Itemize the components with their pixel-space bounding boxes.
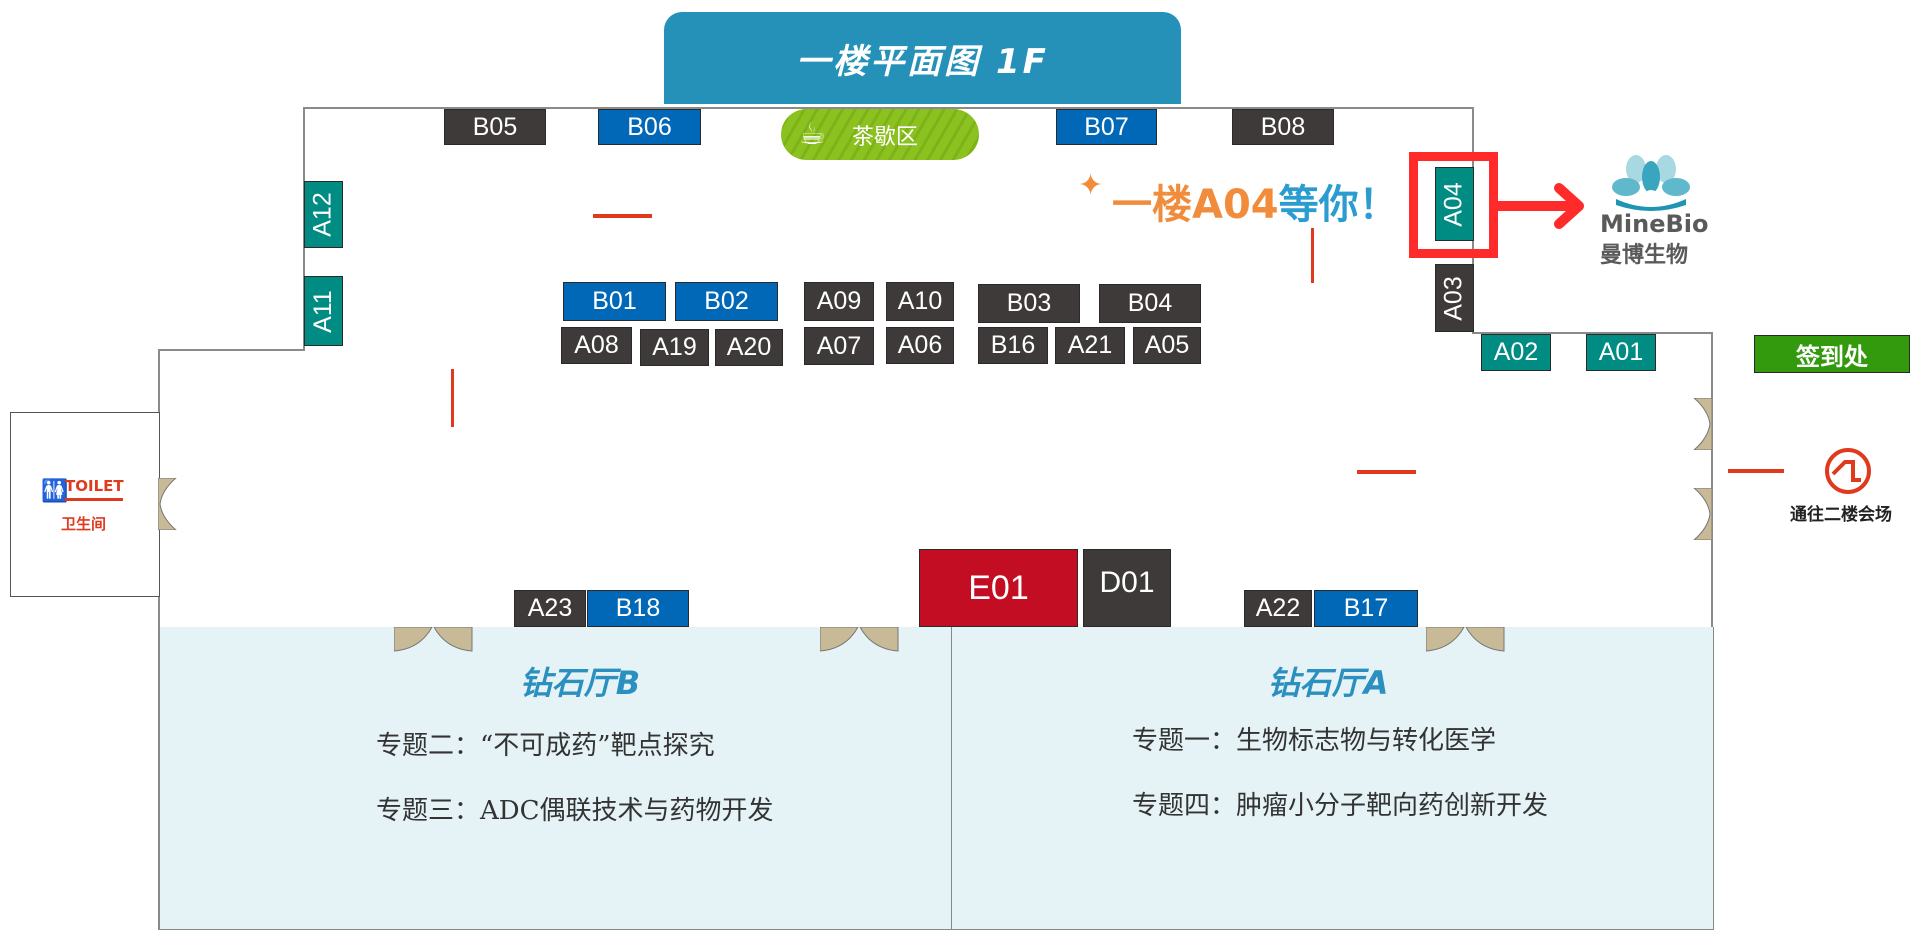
door: [394, 627, 473, 652]
checkin-desk[interactable]: 签到处: [1754, 335, 1910, 373]
booth-A19[interactable]: A19: [640, 329, 709, 366]
door: [1693, 398, 1712, 450]
booth-A11[interactable]: A11: [304, 276, 343, 346]
direction-arrow: [1728, 469, 1784, 473]
direction-arrow: [593, 214, 652, 218]
hall-a-topic: 专题一：生物标志物与转化医学: [1132, 726, 1497, 756]
booth-A01[interactable]: A01: [1586, 334, 1656, 371]
booth-B17[interactable]: B17: [1314, 590, 1418, 627]
wall: [1472, 332, 1713, 334]
booth-B04[interactable]: B04: [1099, 284, 1201, 323]
restroom-icon: 🚻: [41, 479, 69, 504]
booth-A06[interactable]: A06: [886, 327, 954, 364]
toilet-arrow: [65, 498, 123, 501]
floor-title: 一楼平面图 1F: [664, 12, 1181, 104]
booth-A03[interactable]: A03: [1435, 264, 1474, 332]
tea-break-area[interactable]: ☕ 茶歇区: [781, 109, 979, 160]
booth-A08[interactable]: A08: [561, 327, 632, 364]
booth-B05[interactable]: B05: [444, 109, 546, 145]
booth-B08[interactable]: B08: [1232, 109, 1334, 145]
booth-A23[interactable]: A23: [514, 590, 586, 627]
booth-B02[interactable]: B02: [675, 282, 778, 321]
minebio-logo: [1612, 155, 1690, 211]
promo-prefix: 一楼A04: [1112, 182, 1279, 228]
promo-text: 一楼A04等你！: [1112, 172, 1399, 230]
door: [1693, 488, 1712, 540]
wall: [304, 107, 1474, 109]
toilet-label-cn: 卫生间: [61, 515, 107, 533]
highlight-frame: [1409, 152, 1498, 258]
brand-name-cn: 曼博生物: [1600, 243, 1689, 268]
booth-A09[interactable]: A09: [804, 282, 874, 321]
booth-A21[interactable]: A21: [1055, 327, 1125, 364]
tea-area-label: 茶歇区: [851, 124, 918, 150]
hall-a-topic: 专题四：肿瘤小分子靶向药创新开发: [1132, 791, 1549, 821]
coffee-cup-icon: ☕: [799, 117, 826, 152]
door: [1426, 627, 1505, 652]
toilet-room[interactable]: 🚻 TOILET 卫生间: [10, 412, 160, 597]
booth-A12[interactable]: A12: [304, 181, 343, 248]
booth-A05[interactable]: A05: [1133, 327, 1201, 364]
brand-name: MineBio: [1600, 210, 1709, 238]
booth-A04[interactable]: A04: [1435, 167, 1474, 241]
booth-B06[interactable]: B06: [598, 109, 701, 145]
hall-b-title: 钻石厅B: [519, 664, 641, 702]
toilet-label-en: TOILET: [65, 477, 124, 495]
door: [820, 627, 899, 652]
promo-burst-icon: ✦: [1078, 168, 1104, 203]
booth-E01[interactable]: E01: [919, 549, 1078, 627]
promo-suffix: 等你！: [1278, 182, 1399, 228]
hall-a-title: 钻石厅A: [1267, 664, 1389, 702]
booth-A02[interactable]: A02: [1481, 334, 1551, 371]
pointer-arrow-icon: [1497, 183, 1584, 229]
booth-A10[interactable]: A10: [886, 282, 954, 321]
hall-b-topic: 专题二：“不可成药”靶点探究: [376, 731, 715, 761]
booth-A07[interactable]: A07: [804, 327, 874, 365]
hall-a[interactable]: [951, 627, 1714, 930]
escalator-icon: [1825, 448, 1871, 494]
door: [158, 478, 177, 530]
booth-A20[interactable]: A20: [715, 329, 783, 366]
booth-D01[interactable]: D01: [1083, 549, 1171, 627]
booth-B03[interactable]: B03: [978, 284, 1080, 323]
hall-b-topic: 专题三：ADC偶联技术与药物开发: [376, 796, 774, 826]
direction-arrow: [1311, 228, 1314, 283]
booth-A22[interactable]: A22: [1244, 590, 1312, 627]
direction-arrow: [451, 369, 454, 427]
hall-b[interactable]: [159, 627, 951, 930]
booth-B18[interactable]: B18: [587, 590, 689, 627]
booth-B16[interactable]: B16: [978, 327, 1048, 364]
direction-arrow: [1357, 470, 1416, 474]
booth-B01[interactable]: B01: [563, 282, 666, 321]
wall: [158, 349, 305, 351]
booth-B07[interactable]: B07: [1056, 109, 1157, 145]
stairs-label: 通往二楼会场: [1790, 505, 1892, 525]
